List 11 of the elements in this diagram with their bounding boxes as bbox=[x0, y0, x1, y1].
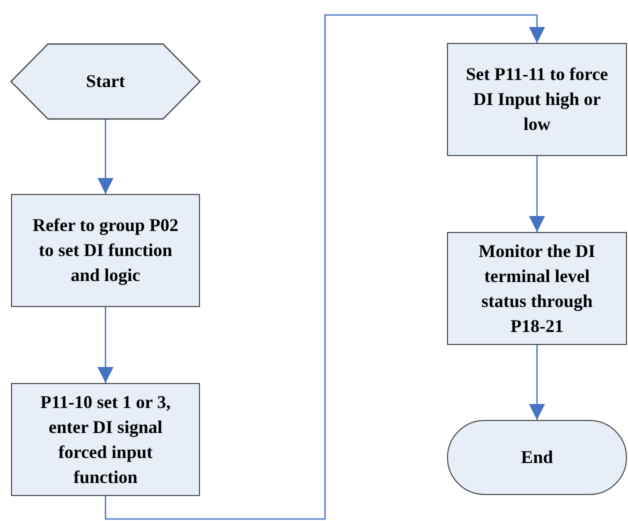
arrow bbox=[529, 345, 545, 420]
arrow bbox=[529, 156, 545, 232]
arrow bbox=[104, 14, 545, 520]
arrow bbox=[98, 307, 114, 383]
start-terminal: Start bbox=[11, 44, 200, 119]
process-box: P11-10 set 1 or 3, enter DI signal forced input function bbox=[11, 383, 200, 496]
process-box: Monitor the DI terminal level status through P18-21 bbox=[447, 232, 627, 345]
process-box: Refer to group P02 to set DI function and logic bbox=[11, 194, 200, 307]
arrow bbox=[98, 119, 114, 194]
process-box: Set P11-11 to force DI Input high or low bbox=[447, 43, 627, 156]
end-terminal: End bbox=[447, 420, 627, 495]
